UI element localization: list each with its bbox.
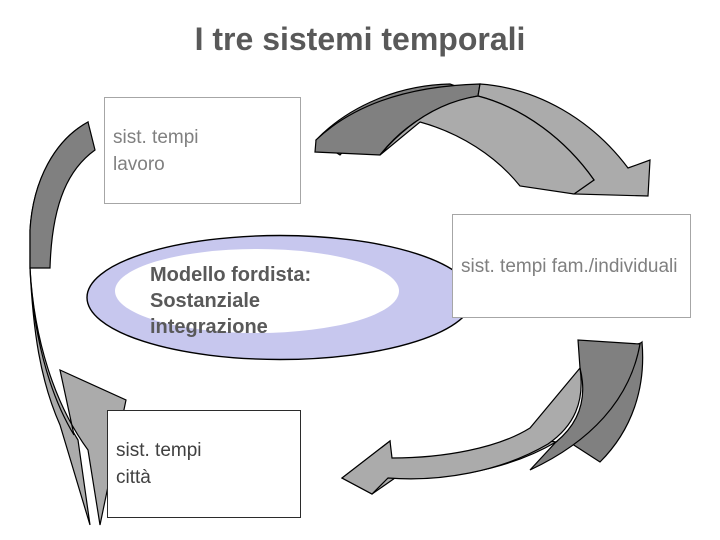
arrow-work-to-family (314, 83, 651, 197)
node-box-family-times[interactable]: sist. tempi fam./individuali (452, 214, 691, 318)
node-box-work-times-label: sist. tempi lavoro (113, 126, 199, 175)
page-title: I tre sistemi temporali (194, 21, 526, 57)
node-box-city-times-label: sist. tempi città (116, 440, 202, 488)
node-box-work-times[interactable]: sist. tempi lavoro (104, 97, 301, 204)
ellipse-shape (86, 234, 474, 361)
ellipse-label: Modello fordista: Sostanziale integrazio… (150, 264, 312, 338)
arrow-family-to-city (340, 339, 644, 495)
center-ellipse-group: Modello fordista: Sostanziale integrazio… (85, 234, 475, 361)
node-box-family-times-label: sist. tempi fam./individuali (461, 255, 678, 277)
node-box-city-times[interactable]: sist. tempi città (107, 410, 301, 518)
